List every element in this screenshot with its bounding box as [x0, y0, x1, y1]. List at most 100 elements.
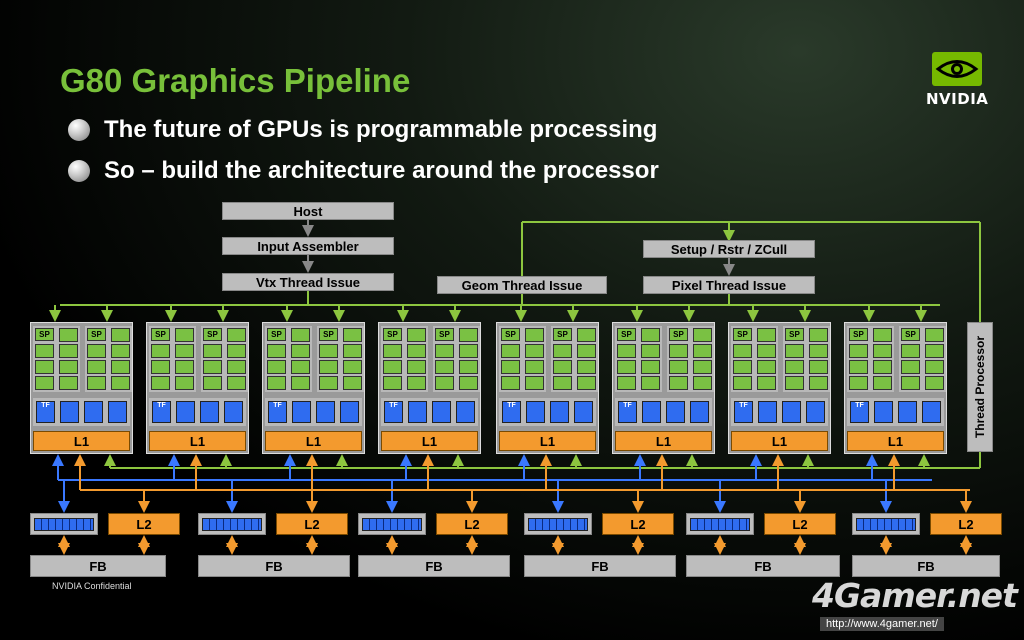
l2-cache: L2 [930, 513, 1002, 535]
sp-unit [757, 328, 776, 342]
sp-unit [901, 344, 920, 358]
sp-unit [319, 376, 338, 390]
rop-unit [198, 513, 266, 535]
pixel-thread-issue-box: Pixel Thread Issue [643, 276, 815, 294]
sp-unit [641, 328, 660, 342]
sp-unit [733, 344, 752, 358]
sp-unit [873, 376, 892, 390]
sp-unit [873, 344, 892, 358]
texture-filter-row: TF [731, 398, 828, 426]
sp-unit [617, 360, 636, 374]
sp-unit [203, 360, 222, 374]
rop-unit [852, 513, 920, 535]
sp-unit [501, 376, 520, 390]
tf-unit [690, 401, 709, 423]
sp-unit [407, 328, 426, 342]
sp-unit [291, 360, 310, 374]
sp-unit [693, 376, 712, 390]
sp-unit [383, 376, 402, 390]
vtx-thread-issue-box: Vtx Thread Issue [222, 273, 394, 291]
sp-unit [267, 376, 286, 390]
sp-label: SP [785, 328, 804, 341]
sp-group: SP [317, 326, 364, 392]
rop-blocks [362, 518, 422, 531]
sp-group: SP [85, 326, 132, 392]
tf-unit [84, 401, 103, 423]
sp-unit [87, 344, 106, 358]
sp-unit [849, 344, 868, 358]
sp-unit [35, 376, 54, 390]
sp-unit [641, 344, 660, 358]
sp-group: SP [381, 326, 428, 392]
sp-unit [227, 344, 246, 358]
l1-cache: L1 [33, 431, 130, 451]
rop-blocks [856, 518, 916, 531]
sp-unit [291, 328, 310, 342]
bullet-2: So – build the architecture around the p… [68, 157, 659, 185]
sp-label: SP [87, 328, 106, 341]
sp-unit [809, 360, 828, 374]
tf-unit [176, 401, 195, 423]
rop-blocks [528, 518, 588, 531]
shader-cluster: SP SP TF L1 [146, 322, 249, 454]
frame-buffer: FB [30, 555, 166, 577]
host-box: Host [222, 202, 394, 220]
sp-unit [733, 360, 752, 374]
watermark-logo: 4Gamer.net [812, 576, 1018, 615]
sp-unit [901, 376, 920, 390]
texture-filter-row: TF [381, 398, 478, 426]
sp-unit [525, 360, 544, 374]
sp-unit [343, 360, 362, 374]
sp-label: SP [267, 328, 286, 341]
sp-unit [291, 344, 310, 358]
sp-label: SP [383, 328, 402, 341]
logo-text: NVIDIA [926, 90, 989, 108]
sp-unit [407, 360, 426, 374]
sp-unit [175, 360, 194, 374]
sp-unit [733, 376, 752, 390]
l2-cache: L2 [436, 513, 508, 535]
sp-unit [175, 328, 194, 342]
tf-unit [922, 401, 941, 423]
sp-label: SP [203, 328, 222, 341]
sp-unit [435, 376, 454, 390]
tf-unit [666, 401, 685, 423]
sp-unit [849, 376, 868, 390]
rop-blocks [202, 518, 262, 531]
tf-unit [408, 401, 427, 423]
sp-unit [785, 376, 804, 390]
tf-unit [874, 401, 893, 423]
sp-unit [319, 344, 338, 358]
sp-unit [577, 328, 596, 342]
sp-unit [459, 344, 478, 358]
sp-unit [151, 344, 170, 358]
l1-cache: L1 [265, 431, 362, 451]
sp-unit [151, 360, 170, 374]
texture-filter-row: TF [149, 398, 246, 426]
l1-cache: L1 [149, 431, 246, 451]
sp-unit [435, 360, 454, 374]
l1-cache: L1 [499, 431, 596, 451]
rop-unit [358, 513, 426, 535]
texture-filter-row: TF [499, 398, 596, 426]
bullet-1: The future of GPUs is programmable proce… [68, 116, 657, 144]
sp-unit [553, 344, 572, 358]
sp-group: SP [433, 326, 480, 392]
frame-buffer: FB [852, 555, 1000, 577]
sp-unit [757, 344, 776, 358]
tf-unit [782, 401, 801, 423]
sp-unit [577, 360, 596, 374]
frame-buffer: FB [524, 555, 676, 577]
sp-unit [267, 344, 286, 358]
sp-unit [693, 344, 712, 358]
tf-unit [456, 401, 475, 423]
tf-unit-labeled: TF [502, 401, 521, 423]
texture-filter-row: TF [847, 398, 944, 426]
sp-group: SP [847, 326, 894, 392]
tf-unit [526, 401, 545, 423]
sp-label: SP [151, 328, 170, 341]
slide-title: G80 Graphics Pipeline [60, 62, 411, 99]
